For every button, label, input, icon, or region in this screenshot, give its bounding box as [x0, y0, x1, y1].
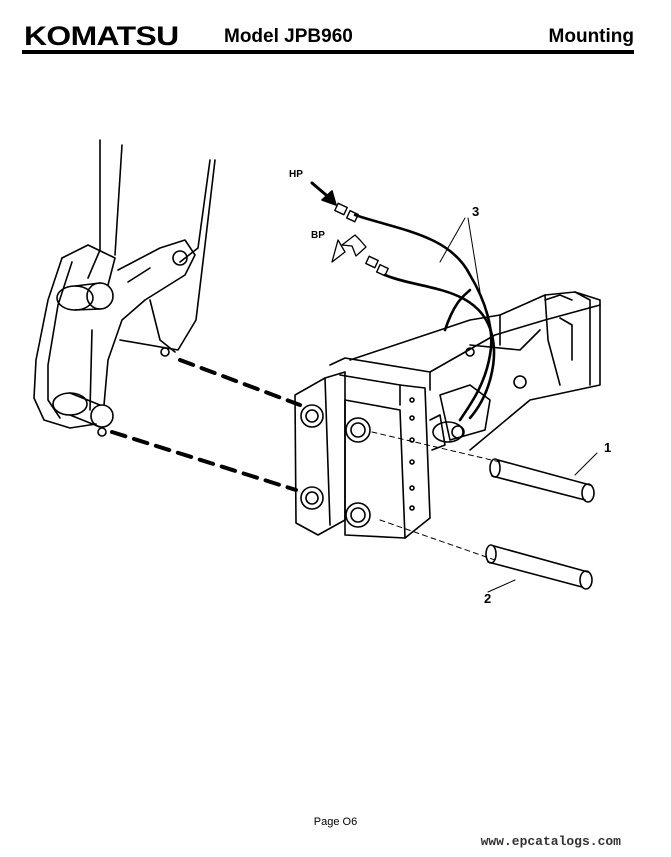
hose-fittings	[334, 202, 389, 277]
callout-3: 3	[472, 204, 479, 219]
watermark: www.epcatalogs.com	[480, 834, 621, 849]
bp-arrow-icon	[331, 234, 367, 263]
hammer-body	[349, 291, 601, 451]
page-number: Page O6	[313, 816, 358, 828]
hydraulic-hoses	[353, 213, 496, 422]
pin-2	[485, 544, 593, 590]
pin-1	[489, 458, 595, 503]
header-rule	[22, 50, 634, 54]
excavator-arm	[33, 139, 216, 437]
bp-label: BP	[311, 230, 325, 241]
brand-logo: KOMATSU	[24, 21, 179, 51]
adapter-bracket	[294, 357, 431, 539]
model-title: Model JPB960	[224, 26, 353, 47]
hp-label: HP	[289, 169, 303, 180]
callout-labels: HP BP 1 2 3	[289, 169, 611, 606]
leader-lines	[439, 217, 598, 593]
page-header: KOMATSU Model JPB960 Mounting	[22, 18, 634, 54]
section-title: Mounting	[548, 26, 634, 47]
callout-1: 1	[604, 440, 611, 455]
hp-arrow-icon	[310, 181, 337, 206]
callout-2: 2	[484, 591, 491, 606]
alignment-lines	[110, 358, 302, 492]
